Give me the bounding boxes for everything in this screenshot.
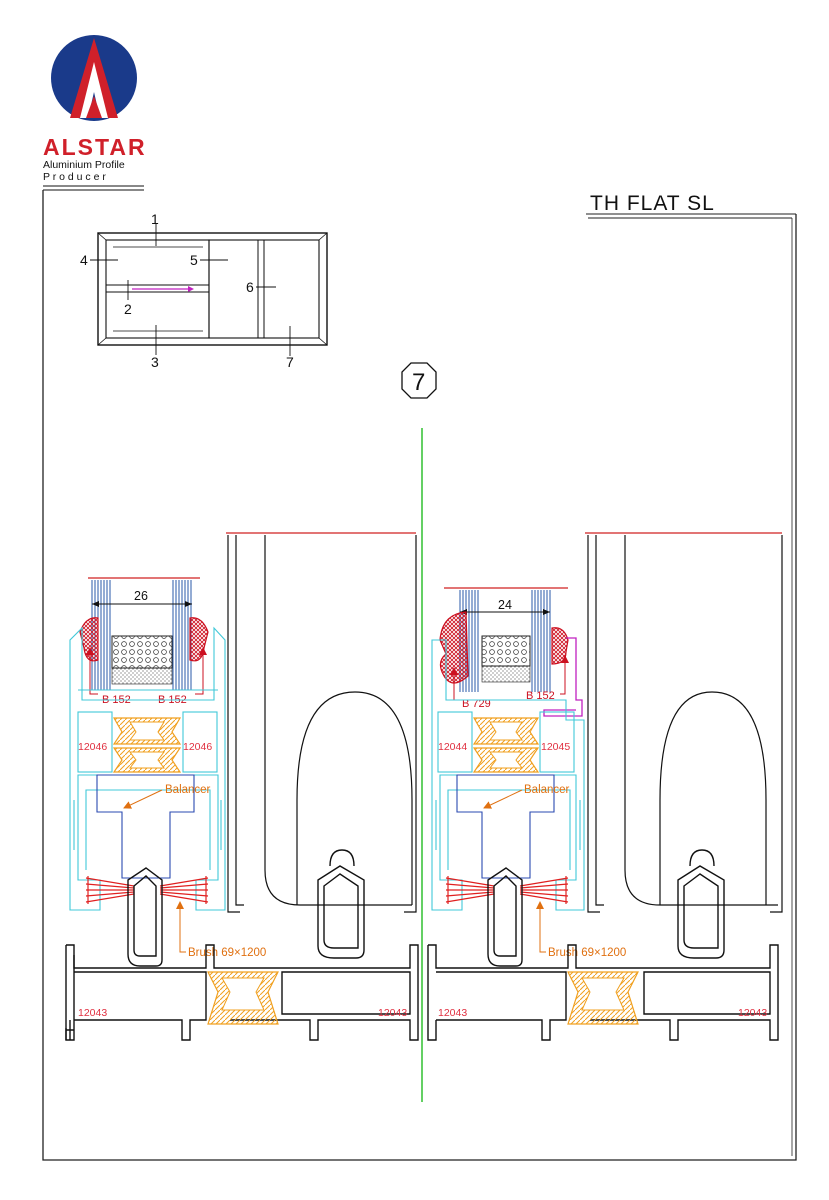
detail-number: 7 bbox=[412, 369, 425, 396]
glass-dimension-left: 26 bbox=[134, 589, 148, 603]
glass-pane-right bbox=[172, 580, 192, 690]
frame-profile-left bbox=[65, 944, 419, 1041]
accessory-profile-right bbox=[543, 637, 583, 717]
sash-code-left-1: 12046 bbox=[78, 741, 107, 753]
key-label-5: 5 bbox=[190, 252, 198, 268]
balancer-left bbox=[96, 774, 195, 879]
brush-right-b bbox=[519, 876, 569, 904]
sash-code-right-1: 12044 bbox=[438, 741, 467, 753]
brush-left-b bbox=[159, 876, 209, 904]
balancer-right bbox=[456, 774, 555, 879]
balancer-label-left: Balancer bbox=[165, 784, 211, 796]
gasket-label-right-2: B 152 bbox=[526, 690, 555, 702]
gasket-label-right-1: B 729 bbox=[462, 698, 491, 710]
key-label-4: 4 bbox=[80, 252, 88, 268]
brand-tagline-1: Aluminium Profile bbox=[43, 159, 125, 171]
key-label-1: 1 bbox=[151, 211, 159, 227]
brand-tagline-2: P r o d u c e r bbox=[43, 171, 106, 183]
glass-pane-right-b bbox=[531, 590, 551, 692]
key-plan-labels: 1 4 2 3 5 6 7 bbox=[80, 211, 294, 370]
left-section: 26 B 152 B 152 Balancer 12046 12046 bbox=[65, 532, 419, 1041]
frame-code-right-1: 12043 bbox=[438, 1007, 467, 1019]
sheet-border bbox=[42, 190, 797, 1161]
thermal-break-sash-right bbox=[472, 717, 540, 773]
brush-label-left: Brush 69×1200 bbox=[188, 947, 266, 959]
thermal-break-sash-left bbox=[112, 717, 182, 773]
key-label-2: 2 bbox=[124, 301, 132, 317]
brush-right-a bbox=[445, 876, 495, 904]
detail-marker: 7 bbox=[401, 362, 437, 399]
gasket-right-b bbox=[551, 627, 569, 665]
key-plan bbox=[97, 232, 328, 346]
brush-label-right: Brush 69×1200 bbox=[548, 947, 626, 959]
brush-left-a bbox=[85, 876, 135, 904]
frame-code-left-2: 12043 bbox=[378, 1007, 407, 1019]
frame-code-right-2: 12043 bbox=[738, 1007, 767, 1019]
sheet-title: TH FLAT SL bbox=[590, 192, 715, 215]
key-label-6: 6 bbox=[246, 279, 254, 295]
sash-code-left-2: 12046 bbox=[183, 741, 212, 753]
brand-name: ALSTAR bbox=[43, 134, 147, 160]
balancer-label-right: Balancer bbox=[524, 784, 570, 796]
thermal-break-frame-right bbox=[567, 971, 639, 1025]
thermal-break-frame-left bbox=[207, 971, 279, 1025]
alstar-logo bbox=[51, 35, 137, 121]
right-section: 24 B 729 B 152 Balancer 12044 12045 bbox=[427, 532, 783, 1041]
frame-profile-right bbox=[427, 944, 779, 1041]
gasket-left-b bbox=[189, 617, 209, 662]
key-plan-leaders bbox=[90, 224, 291, 356]
frame-code-left-1: 12043 bbox=[78, 1007, 107, 1019]
key-label-3: 3 bbox=[151, 354, 159, 370]
key-label-7: 7 bbox=[286, 354, 294, 370]
gasket-left-a bbox=[79, 617, 99, 662]
glass-dimension-right: 24 bbox=[498, 598, 512, 612]
sash-code-right-2: 12045 bbox=[541, 741, 570, 753]
